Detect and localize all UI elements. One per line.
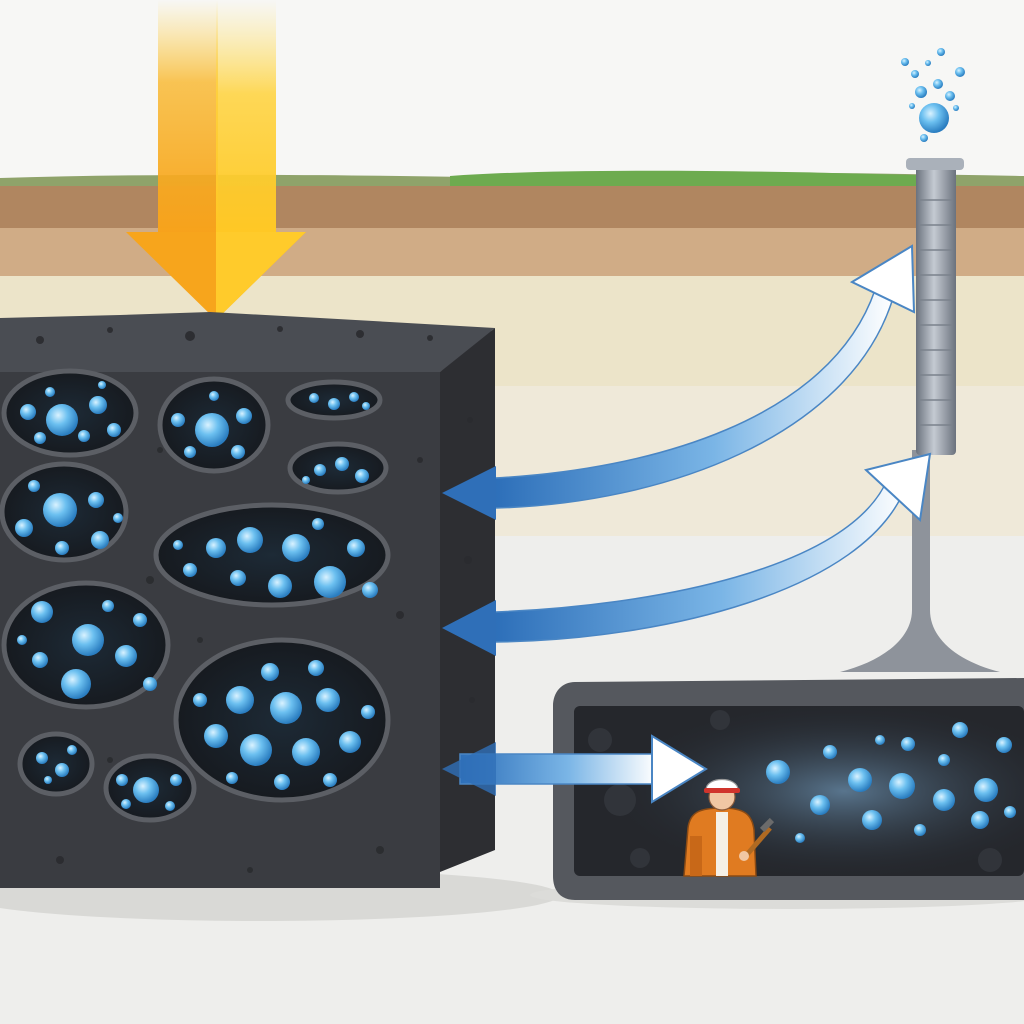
gas-bubble-icon: [766, 722, 1016, 843]
pore-4: [287, 441, 389, 495]
pore-3: [285, 379, 383, 421]
pore-2: [157, 376, 271, 474]
mine-tunnel: [553, 678, 1024, 900]
soil-dark-layer: [0, 186, 1024, 228]
down-arrow-icon: [126, 0, 306, 320]
flow-arrow-lower: [442, 734, 708, 804]
well-pipe: [840, 158, 1000, 672]
pore-6: [153, 502, 391, 608]
pore-5: [0, 461, 129, 563]
flow-arrow-middle: [442, 452, 932, 656]
pore-10: [103, 753, 197, 823]
grass-green: [450, 170, 940, 186]
sky: [0, 0, 1024, 180]
porous-coal-block: [0, 312, 495, 888]
pore-7: [1, 580, 171, 710]
pore-1: [1, 368, 139, 458]
miner-worker-icon: [683, 778, 775, 877]
pore-8: [173, 637, 391, 803]
gas-bubble-icon: [901, 48, 965, 142]
flow-arrow-upper: [442, 244, 916, 520]
pore-9: [17, 731, 95, 797]
